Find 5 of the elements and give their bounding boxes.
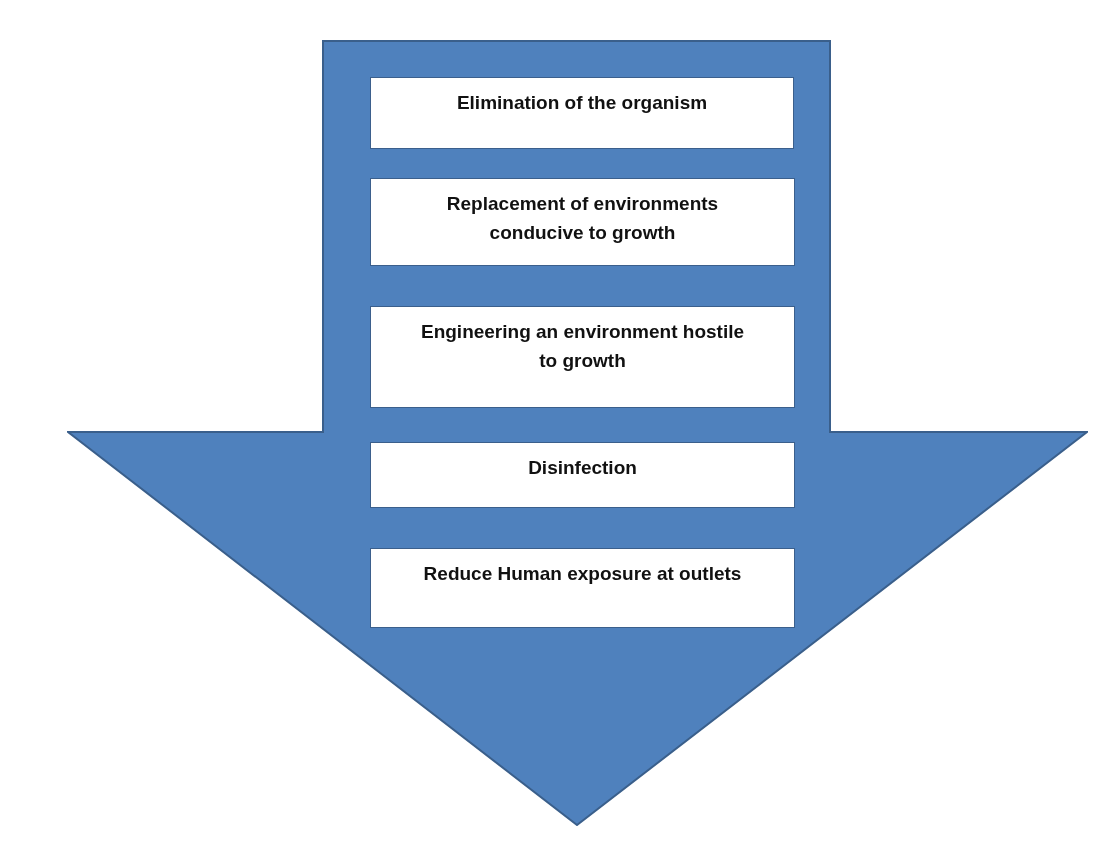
text-box: Disinfection (370, 442, 795, 508)
text-box: Replacement of environments conducive to growth (370, 178, 795, 266)
text-box: Engineering an environment hostile to growth (370, 306, 795, 408)
text-box: Reduce Human exposure at outlets (370, 548, 795, 628)
text-box: Elimination of the organism (370, 77, 794, 149)
